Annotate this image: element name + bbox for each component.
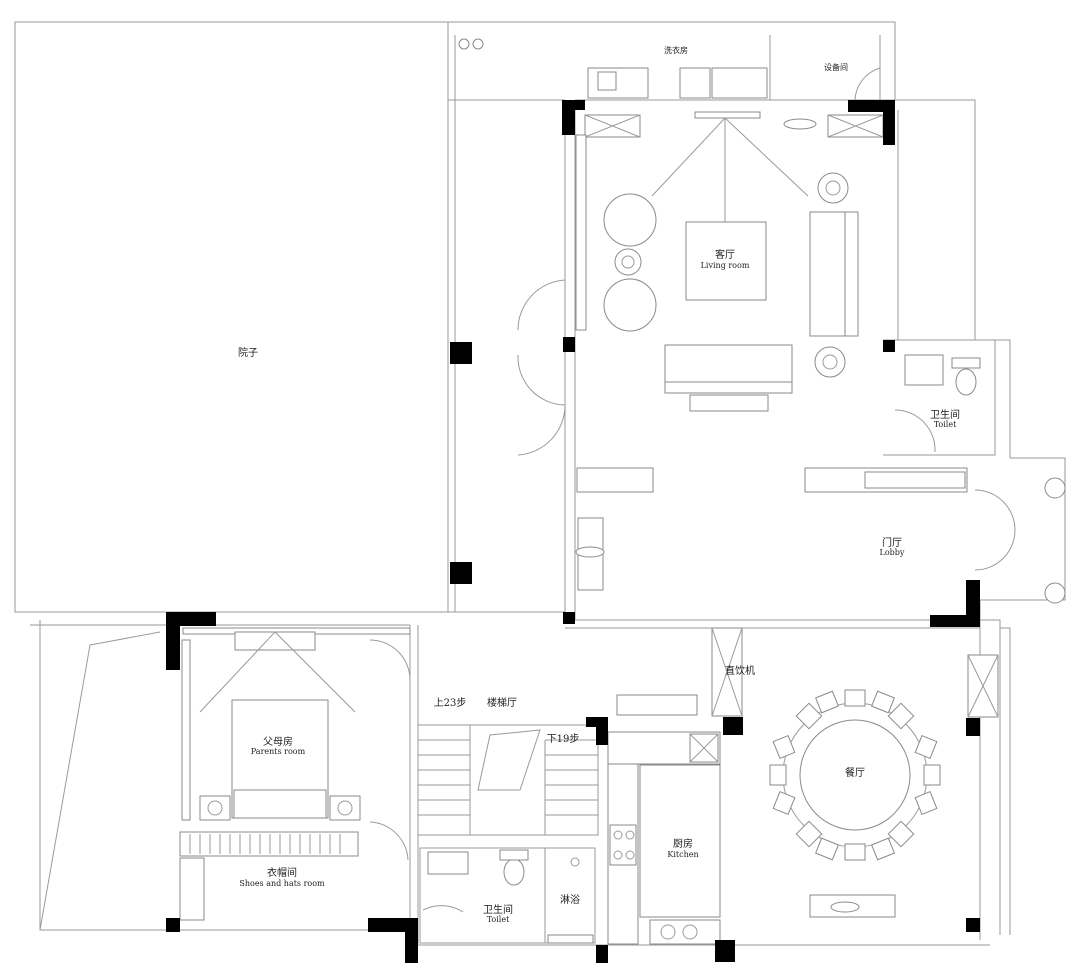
structural-columns bbox=[166, 100, 980, 963]
label-living-zh: 客厅 bbox=[715, 248, 735, 261]
outer-walls bbox=[30, 21, 1066, 946]
label-parents-en: Parents room bbox=[251, 747, 306, 756]
label-wardrobe-zh: 衣帽间 bbox=[267, 866, 297, 879]
label-lobby-zh: 门厅 bbox=[882, 536, 902, 549]
label-courtyard: 院子 bbox=[238, 346, 258, 359]
wardrobe bbox=[179, 821, 409, 921]
label-lobby-en: Lobby bbox=[880, 548, 905, 557]
label-toilet1-zh: 卫生间 bbox=[930, 408, 960, 421]
stair-hall bbox=[417, 694, 698, 836]
label-kitchen-zh: 厨房 bbox=[673, 837, 693, 850]
label-wardrobe-en: Shoes and hats room bbox=[239, 879, 325, 888]
label-kitchen-en: Kitchen bbox=[667, 850, 698, 859]
label-water-dispenser: 直饮机 bbox=[725, 664, 755, 677]
label-toilet2-zh: 卫生间 bbox=[483, 903, 513, 916]
living-room bbox=[517, 111, 884, 456]
label-toilet2-en: Toilet bbox=[487, 915, 510, 924]
laundry-area bbox=[454, 35, 881, 101]
label-equipment: 设备间 bbox=[824, 62, 848, 72]
parents-room bbox=[181, 627, 411, 821]
toilet-2 bbox=[419, 847, 596, 944]
label-toilet1-en: Toilet bbox=[934, 420, 957, 429]
kitchen bbox=[607, 627, 743, 945]
lobby bbox=[575, 467, 1066, 604]
label-stair-hall: 楼梯厅 bbox=[487, 696, 517, 709]
label-laundry: 洗衣房 bbox=[664, 45, 688, 55]
toilet-1 bbox=[883, 339, 996, 456]
label-stair-up: 上23步 bbox=[434, 697, 467, 709]
label-parents-zh: 父母房 bbox=[263, 735, 293, 748]
dining-room bbox=[769, 654, 999, 918]
label-stair-down: 下19步 bbox=[547, 733, 580, 745]
label-shower: 淋浴 bbox=[560, 893, 580, 906]
courtyard bbox=[14, 21, 449, 613]
label-living-en: Living room bbox=[701, 261, 750, 270]
label-dining: 餐厅 bbox=[845, 766, 865, 779]
